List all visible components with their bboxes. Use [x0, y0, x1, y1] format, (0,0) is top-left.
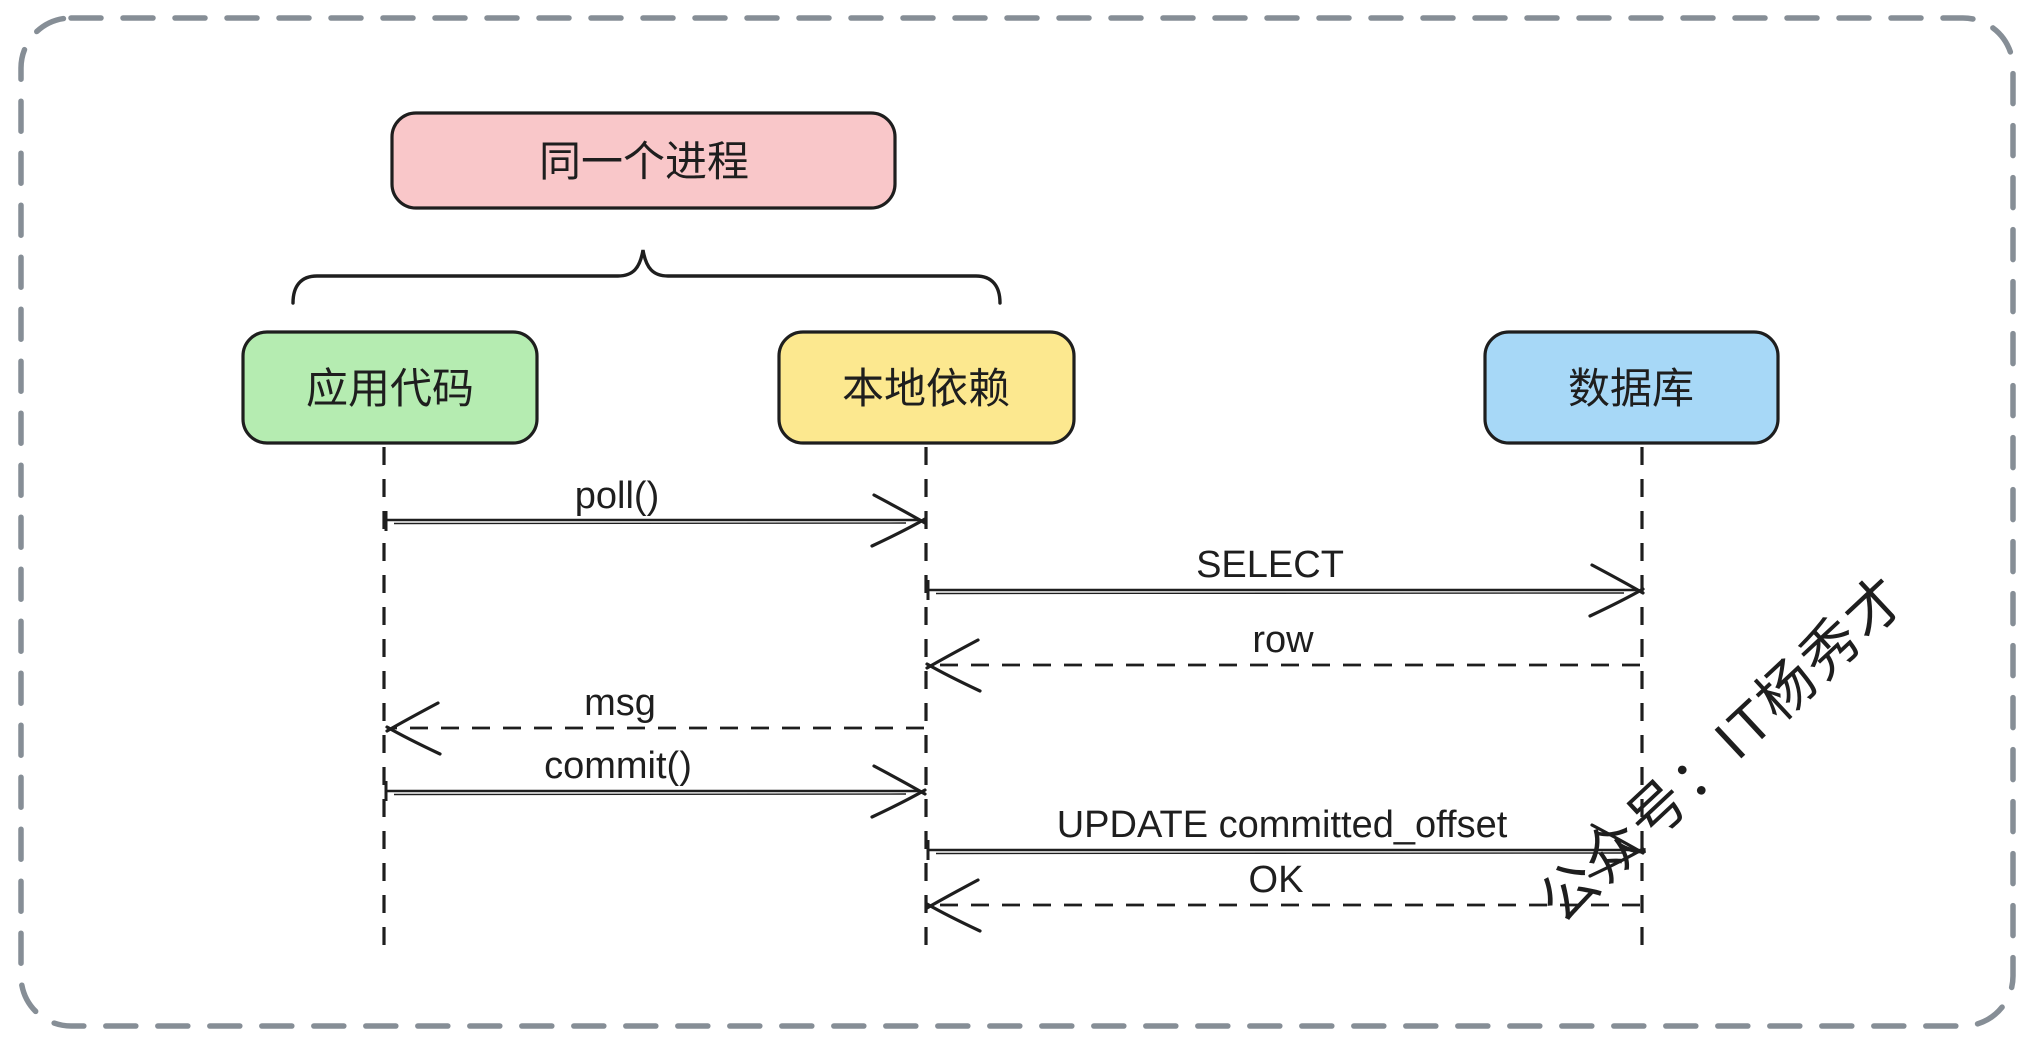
participant-dep-label: 本地依赖	[842, 365, 1010, 412]
message-ok-label: OK	[1249, 859, 1304, 901]
participant-db: 数据库	[1483, 330, 1780, 445]
node-process-group-label: 同一个进程	[539, 138, 749, 185]
message-select-line-sketch	[935, 592, 1625, 595]
message-msg-arrowhead-left	[385, 701, 442, 756]
message-poll-arrowhead-right	[870, 493, 927, 548]
message-poll: poll()	[384, 475, 927, 548]
message-commit-line-sketch	[393, 793, 907, 796]
message-row: row	[925, 619, 1640, 693]
node-process-group: 同一个进程	[390, 111, 897, 210]
message-row-arrowhead-left	[925, 638, 982, 693]
message-select: SELECT	[926, 544, 1645, 618]
message-msg-label: msg	[584, 682, 656, 724]
message-row-label: row	[1252, 619, 1314, 661]
participant-db-box	[1483, 330, 1780, 445]
message-poll-label: poll()	[575, 475, 659, 517]
message-msg: msg	[385, 682, 924, 756]
message-commit-arrowhead-right	[870, 764, 927, 819]
node-process-group-box	[390, 111, 897, 210]
message-poll-line-sketch	[393, 522, 907, 525]
message-update-line-sketch	[935, 852, 1625, 855]
participant-app-label: 应用代码	[306, 365, 474, 412]
participant-db-label: 数据库	[1568, 365, 1694, 412]
message-update: UPDATE committed_offset	[926, 804, 1645, 878]
participant-dep-box	[777, 330, 1076, 445]
message-select-label: SELECT	[1196, 544, 1344, 586]
participant-app: 应用代码	[241, 330, 539, 445]
message-update-label: UPDATE committed_offset	[1057, 804, 1508, 846]
message-ok: OK	[925, 859, 1640, 933]
participant-app-box	[241, 330, 539, 445]
brace	[291, 249, 1002, 305]
watermark-text: 公众号：IT杨秀才	[1527, 563, 1919, 935]
outer-dashed-border	[18, 15, 2016, 1029]
message-commit-label: commit()	[544, 745, 692, 787]
message-update-arrowhead-right	[1588, 823, 1645, 878]
message-ok-arrowhead-left	[925, 878, 982, 933]
message-commit: commit()	[384, 745, 927, 819]
participant-dep: 本地依赖	[777, 330, 1076, 445]
message-select-arrowhead-right	[1588, 563, 1645, 618]
